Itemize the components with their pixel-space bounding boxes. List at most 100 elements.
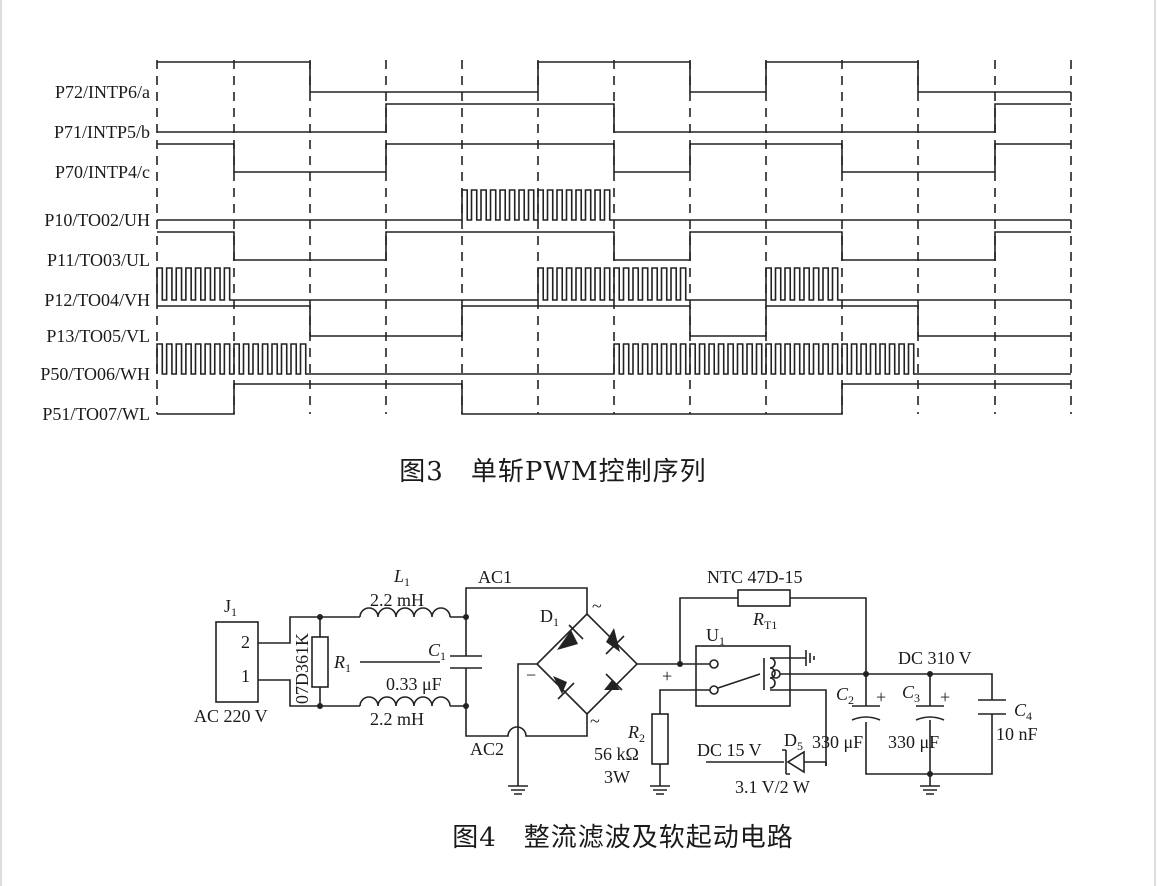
rt1-label: RT1	[752, 609, 777, 632]
ac1-label: AC1	[478, 567, 512, 587]
r2-power: 3W	[604, 767, 630, 787]
ground-symbol-3	[920, 774, 940, 795]
c3-plus: +	[940, 687, 950, 707]
d5-value: 3.1 V/2 W	[735, 777, 810, 797]
signal-label-5: P12/TO04/VH	[44, 290, 150, 310]
c2-label: C2	[836, 684, 854, 707]
signal-waveform-2	[157, 143, 1071, 173]
signal-waveform-5	[156, 267, 1071, 301]
wire-j1-pin1	[258, 679, 360, 707]
j1-connector	[215, 621, 259, 703]
r1-resistor	[311, 636, 329, 688]
c3-capacitor	[915, 674, 945, 774]
bridge-frame	[535, 612, 639, 716]
pwm-timing-diagram: P72/INTP6/aP71/INTP5/bP70/INTP4/cP10/TO0…	[40, 60, 1072, 424]
r1-label: R1	[333, 652, 351, 675]
c2-value: 330 μF	[812, 732, 863, 752]
d5-zener-bar	[782, 749, 790, 775]
u1-relay	[695, 645, 791, 707]
signal-waveform-8	[157, 383, 1071, 415]
l1-value: 2.2 mH	[370, 590, 424, 610]
ground-symbol-1	[508, 785, 528, 795]
timing-signals: P72/INTP6/aP71/INTP5/bP70/INTP4/cP10/TO0…	[40, 61, 1071, 424]
signal-label-7: P50/TO06/WH	[40, 364, 150, 384]
d1-label: D1	[540, 606, 559, 629]
bridge-ac-top-mark: ~	[592, 596, 602, 616]
ntc-label: NTC 47D-15	[707, 567, 803, 587]
rt1-ntc-resistor	[737, 589, 791, 607]
dc15-label: DC 15 V	[697, 740, 762, 760]
wire-choke-to-c1	[450, 616, 466, 707]
r2-value: 56 kΩ	[594, 744, 639, 764]
wire-j1-pin2	[258, 616, 360, 644]
diode-lower-right	[604, 680, 620, 690]
j1-pin2-label: 2	[241, 632, 250, 652]
signal-label-6: P13/TO05/VL	[46, 326, 150, 346]
relay-coil	[769, 657, 776, 689]
dc310-label: DC 310 V	[898, 648, 972, 668]
signal-label-4: P11/TO03/UL	[47, 250, 150, 270]
wire-relay-com-to-r2	[659, 689, 710, 714]
d1-bar	[568, 624, 584, 640]
ac220-label: AC 220 V	[194, 706, 268, 726]
diode-upper-right	[606, 628, 620, 652]
u1-label: U1	[706, 625, 725, 648]
signal-waveform-7	[156, 343, 1071, 375]
bridge-ac-bottom-mark: ~	[590, 711, 600, 731]
node-r1-top	[317, 614, 323, 620]
signal-label-3: P10/TO02/UH	[44, 210, 150, 230]
relay-contact-com	[709, 685, 719, 695]
signal-label-0: P72/INTP6/a	[55, 82, 150, 102]
diode-lower-right-bar	[605, 673, 623, 691]
bridge-minus-mark: −	[526, 665, 536, 685]
wire-dc15	[706, 761, 827, 766]
bridge-plus-mark: +	[662, 666, 672, 686]
l2-value: 2.2 mH	[370, 709, 424, 729]
wire-ntc	[679, 597, 867, 674]
ground-symbol-2	[650, 764, 670, 795]
signal-waveform-0	[157, 61, 1071, 93]
bridge-rectifier	[535, 612, 639, 716]
c2-plus: +	[876, 687, 886, 707]
r2-label: R2	[627, 722, 645, 745]
c4-value: 10 nF	[996, 724, 1038, 744]
c4-label: C4	[1014, 700, 1032, 723]
fig3-caption: 图3 单斩PWM控制序列	[399, 457, 706, 487]
signal-label-8: P51/TO07/WL	[42, 404, 150, 424]
diode-upper-right-bar	[605, 635, 625, 655]
wire-coil-to-d5	[770, 689, 827, 766]
wire-ac1	[465, 587, 588, 617]
d1-diode-upper-left	[557, 630, 578, 650]
signal-waveform-4	[157, 231, 1071, 261]
signal-waveform-6	[157, 305, 1071, 337]
signal-label-2: P70/INTP4/c	[55, 162, 150, 182]
c3-label: C3	[902, 682, 920, 705]
c1-label: C1	[428, 640, 446, 663]
c3-value: 330 μF	[888, 732, 939, 752]
c1-value: 0.33 μF	[386, 674, 442, 694]
rectifier-soft-start-circuit: J1 2 1 AC 220 V 07D361K R1 L1 2.2 mH 2.2…	[194, 566, 1038, 797]
diode-lower-left	[553, 676, 567, 694]
fig4-caption: 图4 整流滤波及软起动电路	[452, 823, 794, 853]
relay-coil-ground	[770, 650, 815, 666]
r2-resistor	[651, 713, 669, 765]
l1-inductor-top	[359, 607, 451, 618]
relay-contact-no	[709, 659, 719, 669]
signal-waveform-1	[157, 103, 1071, 133]
signal-waveform-3	[157, 189, 1071, 221]
diode-lower-left-bar	[557, 682, 575, 700]
c1-capacitor	[450, 655, 482, 669]
node-r1-bottom	[317, 703, 323, 709]
wire-ac2	[465, 706, 588, 737]
l1-inductor-bottom	[359, 696, 451, 707]
varistor-label: 07D361K	[292, 633, 312, 704]
relay-coil-terminal	[771, 669, 781, 679]
wire-negative-ground	[517, 663, 537, 786]
d5-label: D5	[784, 730, 803, 753]
d5-zener	[786, 750, 805, 774]
j1-label: J1	[224, 596, 237, 619]
ac2-label: AC2	[470, 739, 504, 759]
signal-label-1: P71/INTP5/b	[54, 122, 150, 142]
c4-capacitor	[978, 699, 1006, 715]
